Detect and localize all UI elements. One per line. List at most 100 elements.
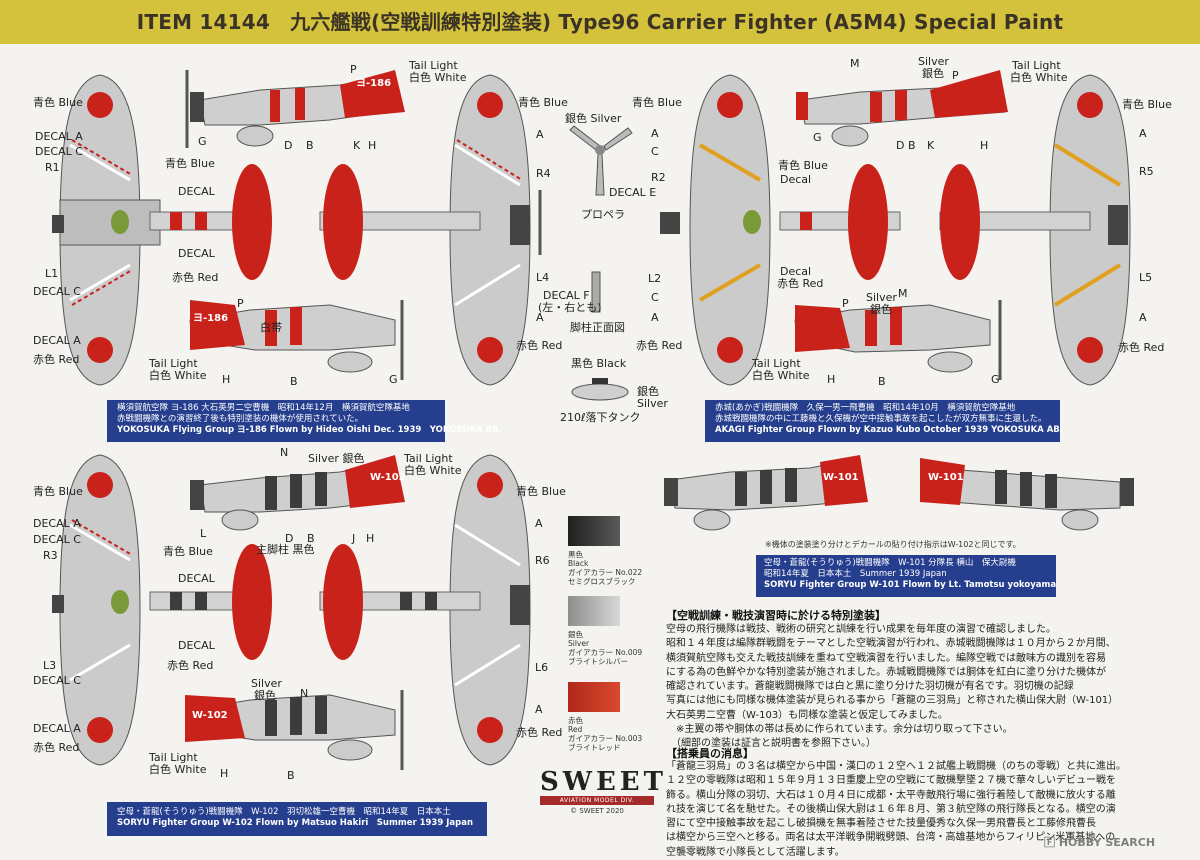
label-l6: L6 [535, 661, 549, 674]
label-j: J [352, 532, 356, 545]
label-b: B [307, 532, 315, 545]
label-a: A [1139, 311, 1147, 324]
w101-side-view-left [664, 455, 868, 531]
label-silver-jp: Silver 銀色 [308, 452, 365, 465]
w102-code-lower: W-102 [192, 710, 228, 721]
yokosuka-side-view [185, 70, 405, 148]
label-k: K [353, 139, 361, 152]
label-c: C [651, 145, 659, 158]
label-red: 赤色 Red [33, 353, 80, 366]
caption-jp: 赤戦闘機隊との演習終了後も特別塗装の機体が使用されていた。 [117, 413, 364, 424]
label-b: B [290, 375, 298, 388]
label-silver: Silver [251, 677, 282, 690]
label-white: 白色 White [404, 464, 462, 477]
akagi-bottom-side-view [794, 300, 1002, 380]
label-k: K [927, 139, 935, 152]
label-blue: 青色 Blue [165, 157, 215, 170]
label-g: G [813, 131, 822, 144]
label-propeller-silver: 銀色 Silver [565, 112, 622, 125]
drop-tank [571, 378, 629, 401]
label-g: G [198, 135, 207, 148]
w101-side-view-right [920, 458, 1134, 531]
caption-en: YOKOSUKA Flying Group ヨ-186 Flown by Hid… [117, 424, 502, 435]
label-p: P [952, 69, 959, 82]
label-silver-jp: 銀色 [922, 67, 944, 80]
label-m: M [898, 287, 908, 300]
label-p: P [237, 297, 244, 310]
caption-akagi: 赤城(あかぎ)戦闘機隊 久保一男一飛曹機 昭和14年10月 横須賀航空隊基地 赤… [705, 400, 1063, 442]
label-n: N [280, 446, 289, 459]
caption-en: SORYU Fighter Group W-102 Flown by Matsu… [117, 817, 473, 828]
caption-en: SORYU Fighter Group W-101 Flown by Lt. T… [764, 580, 1057, 591]
label-r4: R4 [536, 167, 551, 180]
label-l: L [200, 527, 207, 540]
w102-top-view [52, 454, 272, 766]
label-decal-lower: Decal [780, 173, 812, 186]
w102-bottom-side-view [185, 690, 404, 770]
label-blue: 青色 Blue [33, 96, 83, 109]
w102-code: W-102 [370, 472, 406, 483]
label-red: 赤色 Red [636, 339, 683, 352]
label-decal-c: DECAL C [35, 145, 83, 158]
label-g: G [991, 373, 1000, 386]
label-decal-a: DECAL A [33, 517, 81, 530]
yokosuka-bottom-side-view [189, 300, 404, 380]
hinomaru [87, 337, 113, 363]
label-black-color: 黒色 Black [571, 357, 627, 370]
label-r6: R6 [535, 554, 550, 567]
w102-underside-view [319, 454, 531, 766]
hinomaru [87, 92, 113, 118]
akagi-underside-view [939, 74, 1131, 386]
label-blue: 青色 Blue [1122, 98, 1172, 111]
swatch-silver [568, 596, 620, 626]
label-decal-e: DECAL E [609, 186, 657, 199]
label-decal-c: DECAL C [33, 533, 81, 546]
label-blue: 青色 Blue [518, 96, 568, 109]
w101-note: ※機体の塗装塗り分けとデカールの貼り付け指示はW-102と同じです。 [765, 540, 1021, 549]
logo-bar: AVIATION MODEL DIV. [540, 796, 654, 805]
label-strut-front: 脚柱正面図 [570, 321, 625, 334]
propeller-diagram [569, 125, 633, 196]
article-title-2: 【搭乗員の消息】 [666, 747, 754, 760]
label-a: A [536, 128, 544, 141]
label-a: A [535, 517, 543, 530]
landing-gear-strut [591, 271, 601, 313]
label-white: 白色 White [149, 369, 207, 382]
header-bar: ITEM 14144 九六艦戦(空戦訓練特別塗装) Type96 Carrier… [0, 0, 1200, 44]
sweet-logo: SWEET AVIATION MODEL DIV. © SWEET 2020 [540, 768, 663, 815]
label-tail-light: Tail Light [149, 357, 198, 370]
label-decal-lower: Decal [780, 265, 812, 278]
label-white: 白色 White [752, 369, 810, 382]
label-propeller: プロペラ [581, 208, 625, 221]
label-decal-c: DECAL C [33, 674, 81, 687]
label-l1: L1 [45, 267, 59, 280]
label-d: D [284, 139, 293, 152]
caption-jp: 昭和14年夏 日本本土 Summer 1939 Japan [764, 569, 947, 580]
label-blue: 青色 Blue [778, 159, 828, 172]
label-l4: L4 [536, 271, 550, 284]
akagi-top-view [660, 74, 901, 386]
caption-w102: 空母・蒼龍(そうりゅう)戦闘機隊 W-102 羽切松雄一空曹機 昭和14年夏 日… [107, 802, 487, 836]
label-r2: R2 [651, 171, 666, 184]
label-silver-en: Silver [637, 397, 668, 410]
label-b: B [878, 375, 886, 388]
label-red: 赤色 Red [516, 726, 563, 739]
label-r1: R1 [45, 161, 60, 174]
swatch-black [568, 516, 620, 546]
yokosuka-top-view [52, 74, 272, 386]
label-red: 赤色 Red [777, 277, 824, 290]
label-decal-a: DECAL A [35, 130, 83, 143]
label-c: C [651, 291, 659, 304]
label-h: H [220, 767, 229, 780]
label-l5: L5 [1139, 271, 1153, 284]
label-main-gear-black: 主脚柱 黒色 [256, 543, 315, 556]
caption-w101: 空母・蒼龍(そうりゅう)戦闘機隊 W-101 分隊長 横山 保大尉機 昭和14年… [756, 555, 1056, 597]
caption-jp: 空母・蒼龍(そうりゅう)戦闘機隊 W-101 分隊長 横山 保大尉機 [764, 558, 1016, 568]
label-blue: 青色 Blue [163, 545, 213, 558]
label-m: M [850, 57, 860, 70]
label-h: H [222, 373, 231, 386]
